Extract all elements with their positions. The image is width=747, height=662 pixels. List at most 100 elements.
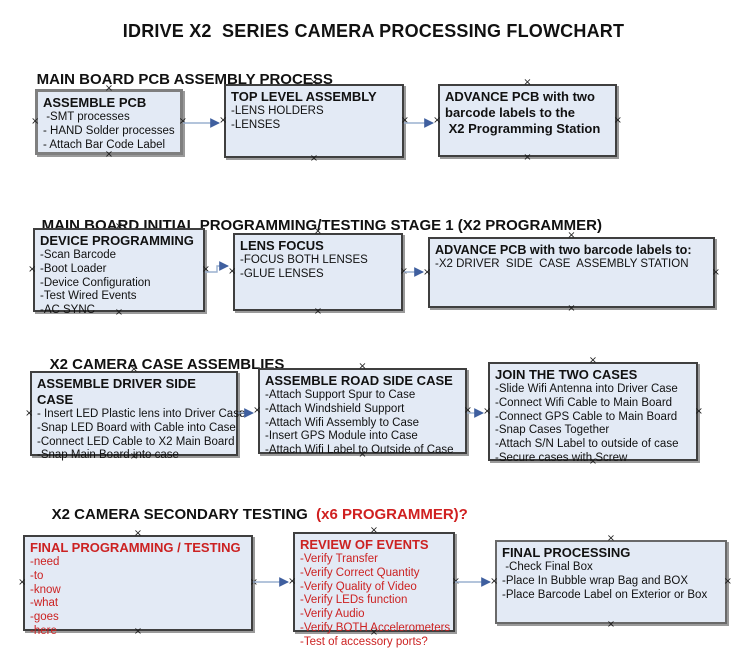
- box-item: -Connect Wifi Cable to Main Board: [495, 396, 673, 409]
- box-item: -know: [30, 583, 61, 596]
- connection-point-top: [607, 534, 615, 544]
- box-item: -SMT processes: [43, 111, 130, 123]
- box-item: -Test of accessory ports?: [300, 635, 428, 648]
- connection-point-left: [31, 117, 39, 127]
- box-assemble-pcb[interactable]: ASSEMBLE PCB -SMT processes- HAND Solder…: [35, 89, 183, 155]
- box-item: -X2 DRIVER SIDE CASE ASSEMBLY STATION: [435, 258, 689, 270]
- box-item: - Insert LED Plastic lens into Driver Ca…: [37, 408, 246, 420]
- connection-point-bottom: [310, 154, 318, 164]
- connection-point-bottom: [567, 304, 575, 314]
- box-device-programming[interactable]: DEVICE PROGRAMMING -Scan Barcode-Boot Lo…: [33, 228, 205, 316]
- box-title: JOIN THE TWO CASES: [495, 367, 638, 382]
- box-item: -Check Final Box: [502, 561, 593, 573]
- box-final-processing[interactable]: FINAL PROCESSING -Check Final Box-Place …: [495, 540, 727, 624]
- connection-point-left: [28, 265, 36, 275]
- box-item: -Snap LED Board with Cable into Case: [37, 421, 236, 434]
- box-item: -GLUE LENSES: [240, 267, 324, 280]
- box-item: -what: [30, 597, 59, 610]
- box-item: - HAND Solder processes: [43, 124, 175, 137]
- box-item: -Attach Windshield Support: [265, 402, 405, 415]
- connection-point-right: [614, 116, 622, 126]
- box-item: -Scan Barcode: [40, 249, 117, 261]
- connection-point-top: [589, 356, 597, 366]
- section-heading-text: MAIN BOARD PCB ASSEMBLY PROCESS: [36, 71, 333, 88]
- box-item: -Attach S/N Label to outside of case: [495, 438, 679, 451]
- box-advance-pcb-to-driver-side-station[interactable]: ADVANCE PCB with two barcode labels to: …: [428, 237, 715, 308]
- box-title: ASSEMBLE ROAD SIDE CASE: [265, 373, 453, 388]
- box-final-programming-testing[interactable]: FINAL PROGRAMMING / TESTING -need-to-kno…: [23, 535, 253, 637]
- connection-point-right: [712, 268, 720, 278]
- section-heading-text: X2 CAMERA SECONDARY TESTING: [51, 506, 317, 523]
- connection-point-right: [401, 116, 409, 126]
- box-item: -Connect LED Cable to X2 Main Board: [37, 435, 235, 448]
- connection-point-left: [490, 577, 498, 587]
- box-item: -Attach Wifi Assembly to Case: [265, 416, 420, 429]
- box-title: REVIEW OF EVENTS: [300, 537, 429, 552]
- box-item: -Boot Loader: [40, 262, 107, 275]
- box-item: -Snap Cases Together: [495, 424, 610, 437]
- connection-point-right: [452, 577, 460, 587]
- box-item: -LENSES: [231, 118, 281, 131]
- arrow-device-to-lensfocus: [205, 261, 229, 273]
- box-item: -Verify Transfer: [300, 553, 378, 565]
- box-item: -here: [30, 624, 57, 637]
- section-heading-pcb-assembly: MAIN BOARD PCB ASSEMBLY PROCESS: [20, 54, 333, 105]
- box-item: -goes: [30, 611, 59, 624]
- box-item: -Insert GPS Module into Case: [265, 430, 418, 443]
- box-item: -Verify BOTH Accelerometers: [300, 621, 451, 634]
- box-item: -Attach Support Spur to Case: [265, 389, 416, 401]
- connection-point-left: [18, 578, 26, 588]
- box-assemble-road-side-case[interactable]: ASSEMBLE ROAD SIDE CASE -Attach Support …: [258, 368, 467, 456]
- box-title: FINAL PROCESSING: [502, 545, 631, 560]
- connection-point-left: [228, 267, 236, 277]
- box-item: -Secure cases with Screw: [495, 451, 628, 464]
- box-item: -to: [30, 569, 44, 582]
- connection-point-right: [400, 267, 408, 277]
- box-item: - Attach Bar Code Label: [43, 138, 166, 151]
- connection-point-right: [464, 406, 472, 416]
- connection-point-right: [202, 265, 210, 275]
- connection-point-left: [25, 409, 33, 419]
- box-title: ADVANCE PCB with two barcode labels to t…: [445, 89, 601, 136]
- box-item: -FOCUS BOTH LENSES: [240, 254, 368, 266]
- box-item: -AC SYNC: [40, 304, 95, 317]
- box-item: -Verify Correct Quantity: [300, 566, 420, 579]
- box-item: -LENS HOLDERS: [231, 105, 324, 117]
- box-join-the-two-cases[interactable]: JOIN THE TWO CASES -Slide Wifi Antenna i…: [488, 362, 698, 464]
- connection-point-right: [724, 577, 732, 587]
- connection-point-left: [219, 116, 227, 126]
- box-title: DEVICE PROGRAMMING: [40, 233, 194, 248]
- box-item: -Attach Wifi Label to Outside of Case: [265, 444, 454, 457]
- box-item: -Verify Quality of Video: [300, 580, 417, 593]
- connection-point-bottom: [314, 307, 322, 317]
- box-item: -Verify LEDs function: [300, 594, 408, 607]
- box-title: TOP LEVEL ASSEMBLY: [231, 89, 377, 104]
- connection-point-left: [433, 116, 441, 126]
- box-top-level-assembly[interactable]: TOP LEVEL ASSEMBLY -LENS HOLDERS-LENSES: [224, 84, 404, 158]
- box-title: ASSEMBLE PCB: [43, 95, 147, 110]
- box-item: -Test Wired Events: [40, 290, 137, 303]
- connection-point-top: [358, 362, 366, 372]
- box-title: FINAL PROGRAMMING / TESTING: [30, 540, 241, 555]
- box-review-of-events[interactable]: REVIEW OF EVENTS -Verify Transfer-Verify…: [293, 532, 455, 648]
- box-item: -Verify Audio: [300, 608, 365, 621]
- box-title: ASSEMBLE DRIVER SIDE CASE: [37, 376, 200, 407]
- box-title: ADVANCE PCB with two barcode labels to:: [435, 243, 692, 257]
- box-assemble-driver-side-case[interactable]: ASSEMBLE DRIVER SIDE CASE - Insert LED P…: [30, 371, 246, 461]
- box-item: -Device Configuration: [40, 276, 151, 289]
- box-lens-focus[interactable]: LENS FOCUS -FOCUS BOTH LENSES-GLUE LENSE…: [233, 233, 403, 311]
- connection-point-right: [250, 578, 258, 588]
- section-heading-secondary-testing: X2 CAMERA SECONDARY TESTING (x6 PROGRAMM…: [35, 489, 468, 540]
- connection-point-bottom: [607, 620, 615, 630]
- connection-point-left: [483, 407, 491, 417]
- connection-point-bottom: [523, 153, 531, 163]
- connection-point-left: [253, 406, 261, 416]
- box-item: -Place In Bubble wrap Bag and BOX: [502, 574, 689, 587]
- box-item: -Snap Main Board into case: [37, 449, 179, 462]
- box-item: -need: [30, 556, 60, 568]
- box-item: -Place Barcode Label on Exterior or Box: [502, 588, 708, 601]
- box-advance-pcb-to-programming-station[interactable]: ADVANCE PCB with two barcode labels to t…: [438, 84, 617, 157]
- connection-point-right: [179, 117, 187, 127]
- connection-point-right: [695, 407, 703, 417]
